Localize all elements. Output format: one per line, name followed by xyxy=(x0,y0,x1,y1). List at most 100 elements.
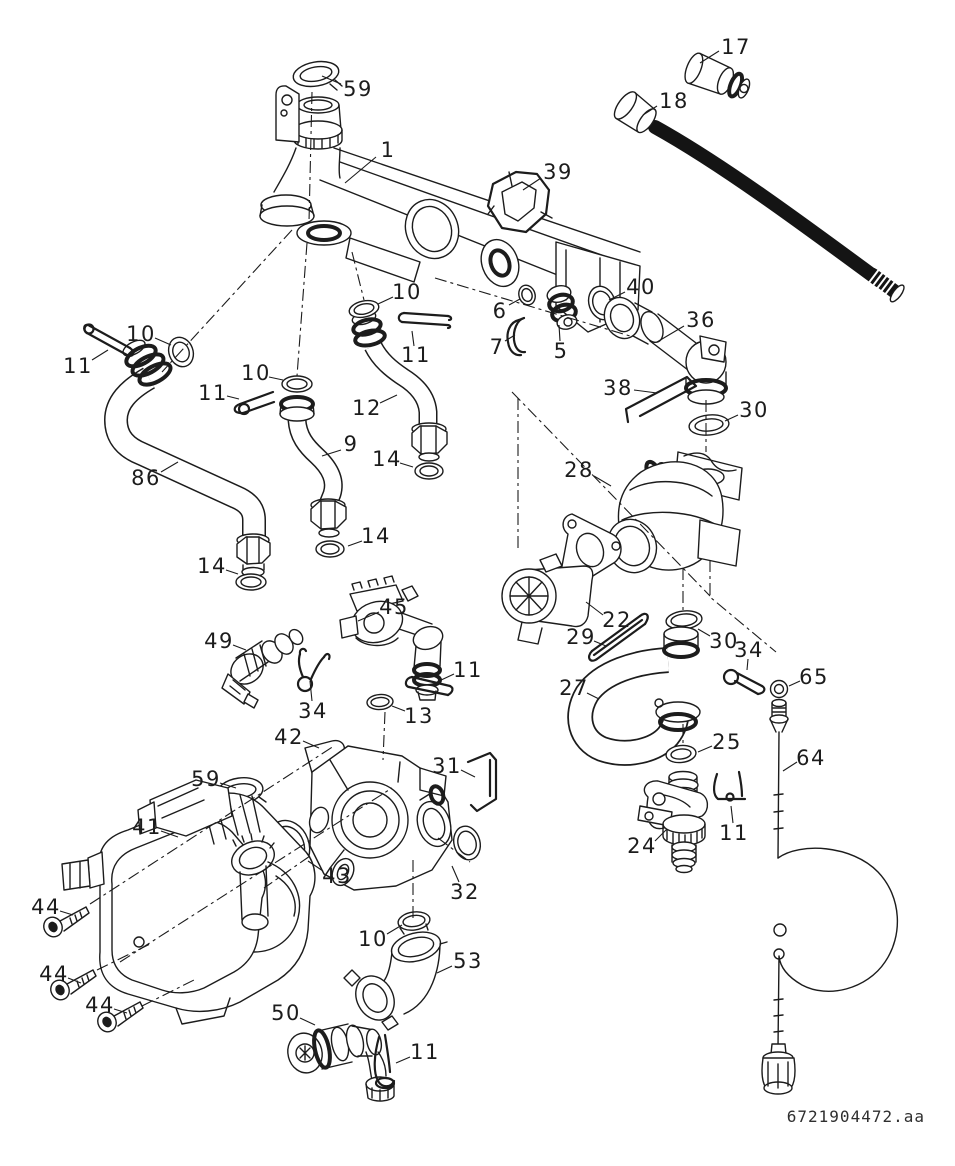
callout-leader-64 xyxy=(782,761,798,772)
callout-leader-53 xyxy=(436,965,453,974)
part-28-valve-assembly xyxy=(501,451,743,645)
callout-label-11: 11 xyxy=(453,658,483,682)
callout-label-64: 64 xyxy=(796,746,826,770)
callout-label-34: 34 xyxy=(298,699,328,723)
callout-leader-50 xyxy=(299,1017,316,1026)
callout-label-27: 27 xyxy=(559,676,589,700)
callout-label-65: 65 xyxy=(799,665,829,689)
callout-leader-43 xyxy=(307,860,324,872)
callout-leader-39 xyxy=(522,177,542,191)
callout-label-11: 11 xyxy=(63,354,93,378)
callout-leader-12 xyxy=(379,394,398,404)
callout-label-17: 17 xyxy=(721,35,751,59)
callout-label-22: 22 xyxy=(602,608,632,632)
part-27-pipe xyxy=(567,626,701,766)
part-11-clip-left xyxy=(83,323,135,357)
callout-label-1: 1 xyxy=(381,138,396,162)
part-11-clip-near-24 xyxy=(713,770,747,802)
callout-label-43: 43 xyxy=(322,864,352,888)
part-17-fitting xyxy=(684,52,751,99)
callout-leader-11 xyxy=(730,805,734,824)
callout-label-11: 11 xyxy=(401,343,431,367)
part-29-clip xyxy=(588,612,649,662)
callout-leader-10 xyxy=(377,296,394,305)
part-59-oring-top xyxy=(292,60,343,91)
callout-leader-25 xyxy=(697,745,713,753)
part-7-clip xyxy=(506,316,527,357)
callout-leader-10 xyxy=(268,376,284,381)
part-45-valve xyxy=(339,575,444,701)
callout-leader-13 xyxy=(391,705,406,712)
callout-label-14: 14 xyxy=(197,554,227,578)
callout-leader-11 xyxy=(91,349,109,361)
callout-label-5: 5 xyxy=(554,339,569,363)
part-14-oring-12 xyxy=(414,462,444,480)
part-39-clip xyxy=(486,170,553,234)
callout-leader-28 xyxy=(593,475,612,487)
callout-label-10: 10 xyxy=(358,927,388,951)
part-30-oring-lower xyxy=(665,610,703,630)
callout-label-44: 44 xyxy=(31,895,61,919)
callout-label-40: 40 xyxy=(626,275,656,299)
callout-label-9: 9 xyxy=(344,432,359,456)
callout-label-36: 36 xyxy=(686,308,716,332)
part-31-clip xyxy=(466,751,498,813)
callout-label-14: 14 xyxy=(361,524,391,548)
callout-label-10: 10 xyxy=(126,322,156,346)
callout-leader-11 xyxy=(226,395,240,400)
callout-label-44: 44 xyxy=(85,993,115,1017)
callout-label-50: 50 xyxy=(271,1001,301,1025)
callout-label-24: 24 xyxy=(627,834,657,858)
callout-leader-6 xyxy=(508,298,521,306)
part-44-screw-3 xyxy=(97,1001,144,1033)
callout-leader-45 xyxy=(357,611,380,622)
callout-label-53: 53 xyxy=(453,949,483,973)
callout-leader-9 xyxy=(321,449,342,457)
part-22-motor xyxy=(501,553,594,645)
callout-label-11: 11 xyxy=(198,381,228,405)
part-49-sensor xyxy=(221,628,304,709)
callout-leader-11 xyxy=(411,330,415,347)
callout-leader-34 xyxy=(746,658,749,671)
callout-leader-32 xyxy=(451,865,460,883)
callout-label-10: 10 xyxy=(392,280,422,304)
callout-leader-34 xyxy=(309,680,313,702)
part-30-oring-upper xyxy=(688,414,730,436)
part-9-pipe xyxy=(279,395,347,538)
part-6-oring xyxy=(518,284,536,306)
part-11-clip-right xyxy=(397,311,453,330)
callout-label-6: 6 xyxy=(493,299,508,323)
part-24-drain-valve xyxy=(637,770,709,874)
callout-leader-18 xyxy=(642,105,658,116)
callout-leader-11 xyxy=(438,673,455,682)
part-36-pipe xyxy=(603,296,728,405)
part-44-screw-1 xyxy=(43,906,90,938)
callout-label-18: 18 xyxy=(659,89,689,113)
callout-label-10: 10 xyxy=(241,361,271,385)
callout-leader-11 xyxy=(395,1056,411,1064)
part-14-oring-9 xyxy=(315,540,345,558)
part-50-fitting xyxy=(287,1023,395,1102)
part-34-clip-left xyxy=(296,647,331,693)
callout-leader-5 xyxy=(558,324,561,342)
part-25-oring xyxy=(665,744,697,764)
callout-label-14: 14 xyxy=(372,447,402,471)
callout-leader-41 xyxy=(160,830,179,838)
part-41-pump xyxy=(61,779,316,1025)
callout-label-13: 13 xyxy=(404,704,434,728)
callout-leader-59 xyxy=(219,782,237,789)
callout-label-59: 59 xyxy=(343,77,373,101)
callout-label-34: 34 xyxy=(734,638,764,662)
part-65-washer xyxy=(769,679,789,699)
callout-label-38: 38 xyxy=(603,376,633,400)
part-10-oring-bottom xyxy=(397,911,431,931)
part-11-clip-right-of-45 xyxy=(404,675,454,697)
callout-leader-17 xyxy=(699,50,720,64)
callout-label-12: 12 xyxy=(352,396,382,420)
part-34-clip-right xyxy=(722,668,766,696)
part-11-clip-bottom xyxy=(373,1033,396,1090)
part-10-oring-12 xyxy=(348,299,380,319)
callout-leader-44 xyxy=(113,1008,128,1014)
callout-leader-31 xyxy=(460,769,476,778)
callout-leader-1 xyxy=(344,156,377,184)
